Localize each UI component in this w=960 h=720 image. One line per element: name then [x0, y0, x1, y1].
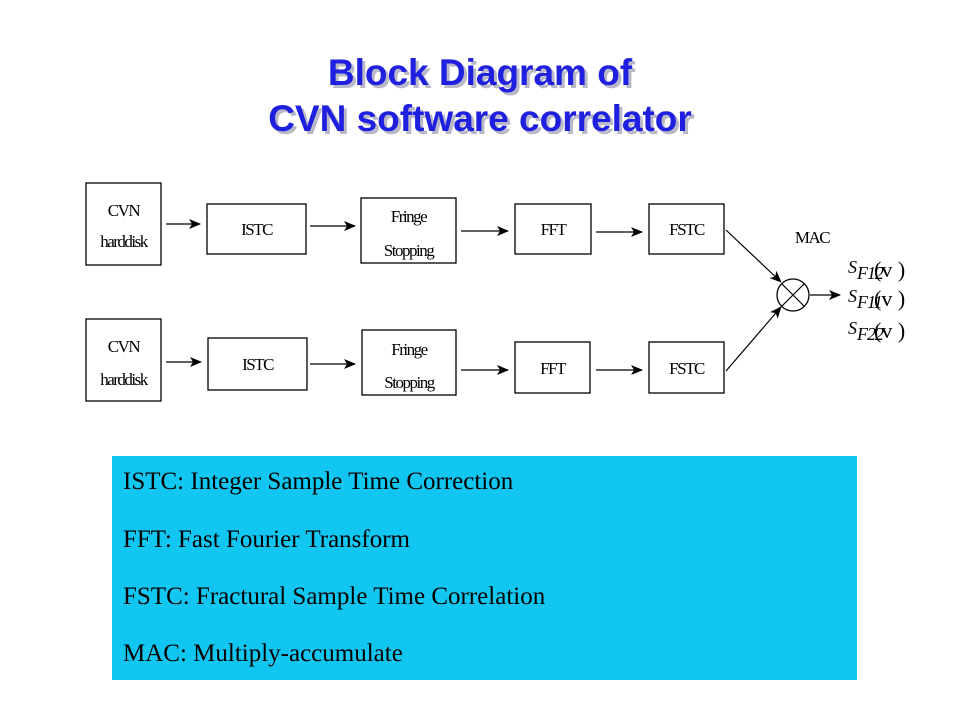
stopping-label-1: Stopping — [384, 241, 435, 260]
fringe-label-2: Fringe — [391, 340, 427, 359]
svg-text:F22: F22 — [856, 324, 884, 344]
svg-text:F12: F12 — [856, 263, 884, 283]
harddisk-label-2: harddisk — [100, 370, 149, 389]
fstc-label-2: FSTC — [669, 359, 705, 378]
svg-text:F11: F11 — [856, 292, 882, 312]
fringe-stopping-block-1 — [360, 197, 457, 264]
istc-block-2 — [207, 337, 308, 391]
output-sf12: S F12 (v ) — [848, 257, 905, 283]
legend-item-mac: MAC: Multiply-accumulate — [123, 640, 403, 667]
svg-text:(v ): (v ) — [874, 257, 905, 282]
svg-text:(v ): (v ) — [874, 286, 905, 311]
fft-block-1 — [514, 203, 592, 255]
legend-box: ISTC: Integer Sample Time Correction FFT… — [112, 456, 857, 680]
fft-label-1: FFT — [541, 220, 568, 239]
outputs: S F12 (v ) S F11 (v ) S F22 (v ) — [848, 257, 905, 344]
arrow-fstc2-to-mac — [725, 306, 782, 372]
istc-block-1 — [206, 203, 307, 255]
fft-label-2: FFT — [540, 359, 567, 378]
svg-text:(v ): (v ) — [874, 318, 905, 343]
istc-label-1: ISTC — [241, 220, 273, 239]
cvn-label-1: CVN — [108, 201, 141, 220]
stopping-label-2: Stopping — [384, 373, 435, 392]
svg-text:S: S — [848, 318, 857, 338]
row-2: CVN harddisk ISTC Fringe Stopping FFT FS… — [85, 306, 782, 402]
svg-text:S: S — [848, 257, 857, 277]
legend-item-istc: ISTC: Integer Sample Time Correction — [123, 468, 514, 495]
cvn-label-2: CVN — [108, 337, 141, 356]
output-sf22: S F22 (v ) — [848, 318, 905, 344]
fstc-label-1: FSTC — [669, 220, 705, 239]
fft-block-2 — [514, 341, 591, 394]
output-sf11: S F11 (v ) — [848, 286, 905, 312]
fringe-label-1: Fringe — [391, 207, 427, 226]
istc-label-2: ISTC — [242, 355, 274, 374]
cvn-harddisk-block-1 — [85, 182, 162, 266]
mac-multiplier: MAC — [776, 228, 841, 312]
arrow-fstc1-to-mac — [725, 229, 782, 283]
svg-text:S: S — [848, 286, 857, 306]
fstc-block-2 — [648, 341, 725, 394]
title-line-1: Block Diagram of — [327, 52, 633, 93]
legend-item-fstc: FSTC: Fractural Sample Time Correlation — [123, 583, 546, 610]
cvn-harddisk-block-2 — [85, 318, 162, 402]
fringe-stopping-block-2 — [361, 329, 457, 396]
legend-item-fft: FFT: Fast Fourier Transform — [123, 526, 410, 553]
title-line-2: CVN software correlator — [268, 98, 692, 139]
mac-label: MAC — [795, 228, 830, 247]
row-1: CVN harddisk ISTC Fringe Stopping FFT FS… — [85, 182, 782, 283]
harddisk-label-1: harddisk — [100, 232, 149, 251]
fstc-block-1 — [648, 203, 725, 255]
